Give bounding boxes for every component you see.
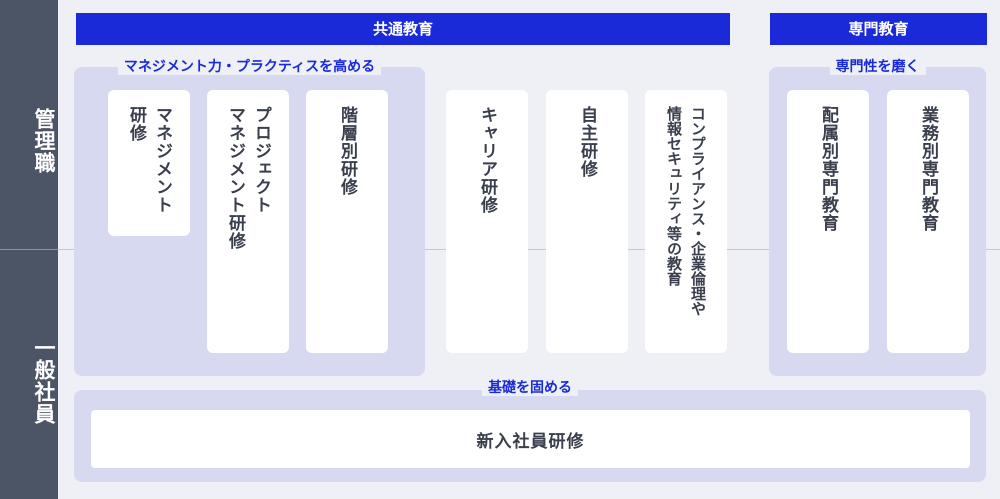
panel-title-management: マネジメント力・プラクティスを高める (74, 57, 425, 77)
card-self-training: 自主研修 (546, 90, 628, 353)
card-text-line: マネジメント (152, 106, 172, 214)
card-text-line: コンプライアンス・企業倫理や (689, 106, 707, 316)
rail-label-general: 一般社員 (32, 337, 56, 425)
card-compliance-education: コンプライアンス・企業倫理や 情報セキュリティ等の教育 (645, 90, 727, 353)
card-management-training: マネジメント 研修 (108, 90, 190, 236)
card-text-line: 配属別専門教育 (818, 106, 838, 232)
card-text-line: 階層別研修 (337, 106, 357, 196)
card-text-line: 業務別専門教育 (918, 106, 938, 232)
card-text-line: マネジメント研修 (225, 106, 245, 250)
card-text-line: 研修 (126, 106, 146, 142)
panel-title-basics-text: 基礎を固める (482, 380, 578, 396)
card-department-education: 配属別専門教育 (787, 90, 869, 353)
banner-specialized-education: 専門教育 (770, 13, 987, 45)
rail-divider (0, 249, 58, 250)
level-divider-line (58, 249, 1000, 250)
banner-common-education: 共通教育 (76, 13, 730, 45)
card-text-line: 自主研修 (577, 106, 597, 178)
rail-label-manager: 管理職 (32, 108, 56, 174)
panel-title-specialized-text: 専門性を磨く (829, 59, 926, 75)
card-career-training: キャリア研修 (446, 90, 528, 353)
card-new-employee-training: 新入社員研修 (91, 410, 970, 468)
card-text-line: プロジェクト (251, 106, 271, 214)
card-level-training: 階層別研修 (306, 90, 388, 353)
panel-title-management-text: マネジメント力・プラクティスを高める (117, 59, 382, 75)
card-project-management-training: プロジェクト マネジメント研修 (207, 90, 289, 353)
panel-title-specialized: 専門性を磨く (769, 57, 986, 77)
panel-title-basics: 基礎を固める (74, 378, 986, 398)
card-text-line: キャリア研修 (477, 106, 497, 214)
card-work-education: 業務別専門教育 (887, 90, 969, 353)
card-text-line: 情報セキュリティ等の教育 (665, 106, 683, 286)
